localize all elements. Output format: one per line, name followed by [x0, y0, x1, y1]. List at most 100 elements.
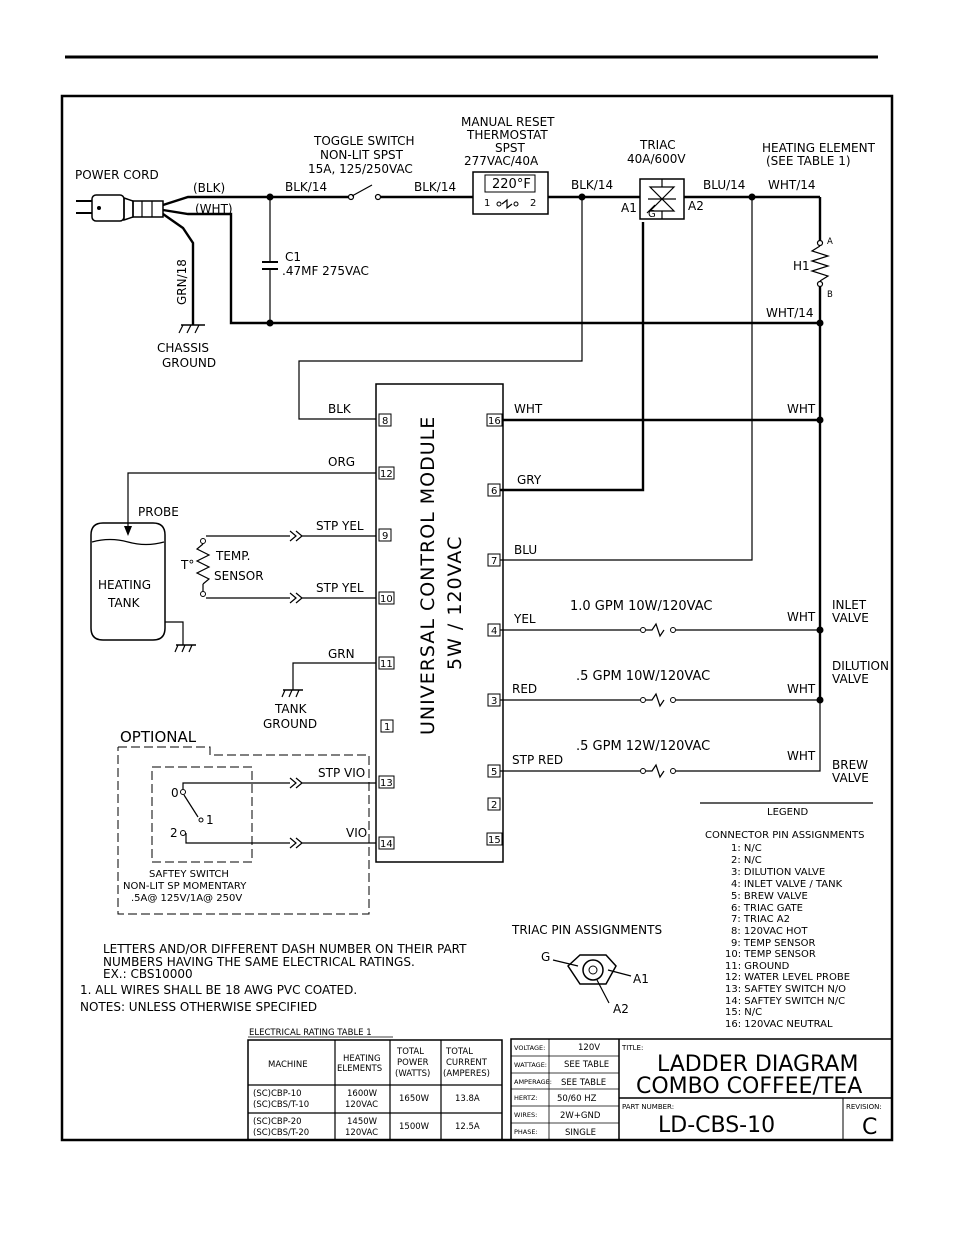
- triac-label: TRIAC: [639, 138, 676, 152]
- table-cell: 1600W: [347, 1089, 378, 1099]
- wire-label-blu14: BLU/14: [703, 178, 745, 192]
- control-module: [375, 383, 504, 863]
- probe-label: PROBE: [138, 505, 179, 519]
- legend-item: 16: 120VAC NEUTRAL: [725, 1019, 833, 1030]
- wire-label-stp-yel: STP YEL: [316, 581, 364, 595]
- inlet-valve-coil-icon: [640, 622, 676, 638]
- inlet-valve-label-2: VALVE: [832, 611, 869, 625]
- spec-label: WATTAGE:: [514, 1061, 547, 1069]
- heating-tank-label: HEATING: [98, 578, 151, 592]
- connector-chevron-icon: [289, 777, 303, 789]
- legend-item: 9: TEMP SENSOR: [731, 938, 816, 949]
- spec-label: HERTZ:: [514, 1094, 538, 1102]
- safety-switch-label: SAFTEY SWITCH: [149, 869, 229, 880]
- table-cell: 1650W: [399, 1094, 430, 1104]
- wire-label-stp-yel: STP YEL: [316, 519, 364, 533]
- brew-valve-rating: .5 GPM 12W/120VAC: [576, 739, 710, 754]
- temp-sensor-label-2: SENSOR: [214, 569, 264, 583]
- drawing-title: LADDER DIAGRAM: [657, 1052, 858, 1077]
- table-header: HEATING: [343, 1054, 381, 1064]
- dilution-valve-coil-icon: [640, 692, 676, 708]
- spec-label: PHASE:: [514, 1128, 538, 1136]
- h1-a-label: A: [827, 237, 833, 247]
- spec-value: 50/60 HZ: [557, 1094, 597, 1104]
- inlet-valve-rating: 1.0 GPM 10W/120VAC: [570, 599, 712, 614]
- table-cell: (SC)CBP-10: [253, 1089, 302, 1099]
- pin-number: 8: [382, 416, 388, 427]
- grn18-label: GRN/18: [175, 259, 189, 305]
- wire-label-blk14: BLK/14: [414, 180, 456, 194]
- pin-number: 16: [488, 416, 501, 427]
- heating-element-label: HEATING ELEMENT: [762, 141, 876, 155]
- wire-label-grn: GRN: [328, 647, 355, 661]
- spec-label: AMPERAGE:: [514, 1078, 552, 1086]
- connector-chevron-icon: [289, 592, 303, 604]
- toggle-switch-icon: [347, 184, 382, 201]
- triac-icon: [639, 178, 685, 220]
- pin-number: 14: [380, 839, 393, 850]
- table-header: CURRENT: [446, 1058, 488, 1068]
- rating-table: ELECTRICAL RATING TABLE 1 MACHINE HEATIN…: [247, 1028, 503, 1141]
- revision-label: REVISION:: [846, 1103, 882, 1111]
- temp-sensor-icon: [195, 543, 211, 585]
- rating-table-title: ELECTRICAL RATING TABLE 1: [249, 1028, 372, 1038]
- pin-number: 1: [384, 722, 390, 733]
- table-header: MACHINE: [268, 1060, 308, 1070]
- wire-label-wht: WHT: [787, 682, 816, 696]
- table-cell: 12.5A: [455, 1122, 480, 1132]
- connector-chevron-icon: [289, 530, 303, 542]
- pin-number: 5: [491, 767, 497, 778]
- wire-label-org: ORG: [328, 455, 355, 469]
- legend-item: 5: BREW VALVE: [731, 891, 808, 902]
- heating-tank: [90, 522, 166, 641]
- pin-box: 8 12 9 10 11 1 13 14: [378, 413, 395, 850]
- pin-box: 16 6 7 4 3 5 2 15: [486, 413, 503, 846]
- power-cord-label: POWER CORD: [75, 168, 159, 182]
- heating-tank-label-2: TANK: [107, 596, 141, 610]
- wire-label-red: RED: [512, 682, 537, 696]
- legend-item: 7: TRIAC A2: [731, 914, 790, 925]
- triac-pins-title: TRIAC PIN ASSIGNMENTS: [511, 923, 662, 937]
- safety-pos-1: 1: [206, 813, 214, 827]
- dilution-valve-rating: .5 GPM 10W/120VAC: [576, 669, 710, 684]
- thermostat-label: MANUAL RESET: [461, 115, 555, 129]
- table-cell: (SC)CBS/T-20: [253, 1128, 309, 1138]
- c1-label: C1: [285, 250, 301, 264]
- wire-label-gry: GRY: [517, 473, 542, 487]
- wire-label-wht: WHT: [787, 402, 816, 416]
- spec-value: 120V: [578, 1043, 600, 1053]
- optional-boundary: [117, 746, 370, 915]
- triac-pin-g: G: [541, 950, 550, 964]
- tank-ground-label: TANK: [274, 702, 308, 716]
- spec-value: SINGLE: [565, 1128, 596, 1138]
- safety-switch-box: [151, 766, 253, 863]
- connector-chevron-icon: [289, 837, 303, 849]
- safety-switch-rating: .5A@ 125V/1A@ 250V: [131, 893, 242, 904]
- legend-item: 14: SAFTEY SWITCH N/C: [725, 996, 845, 1007]
- wire-label-stp-red: STP RED: [512, 753, 563, 767]
- legend-item: 11: GROUND: [725, 961, 790, 972]
- safety-pos-0: 0: [171, 786, 179, 800]
- brew-valve-coil-icon: [640, 763, 676, 779]
- wire-label-yel: YEL: [513, 612, 536, 626]
- brew-valve-label-2: VALVE: [832, 771, 869, 785]
- module-ground-icon: [281, 689, 303, 698]
- legend-item: 12: WATER LEVEL PROBE: [725, 972, 850, 983]
- module-label: UNIVERSAL CONTROL MODULE: [417, 416, 439, 735]
- dilution-valve-label: DILUTION: [832, 659, 889, 673]
- toggle-switch-rating: 15A, 125/250VAC: [308, 162, 413, 176]
- table-header: ELEMENTS: [337, 1064, 382, 1074]
- table-cell: (SC)CBP-20: [253, 1117, 302, 1127]
- legend-subtitle: CONNECTOR PIN ASSIGNMENTS: [705, 830, 864, 841]
- pin-number: 4: [491, 626, 497, 637]
- note-line: LETTERS AND/OR DIFFERENT DASH NUMBER ON …: [103, 942, 467, 956]
- toggle-switch-label: TOGGLE SWITCH: [313, 134, 415, 148]
- ground-lead: [162, 213, 195, 325]
- spec-label: VOLTAGE:: [514, 1044, 545, 1052]
- spec-block: VOLTAGE: 120V WATTAGE: SEE TABLE AMPERAG…: [510, 1038, 893, 1141]
- pin-number: 9: [382, 531, 388, 542]
- part-number: LD-CBS-10: [658, 1113, 775, 1138]
- part-number-label: PART NUMBER:: [622, 1103, 674, 1111]
- pin-number: 13: [380, 778, 393, 789]
